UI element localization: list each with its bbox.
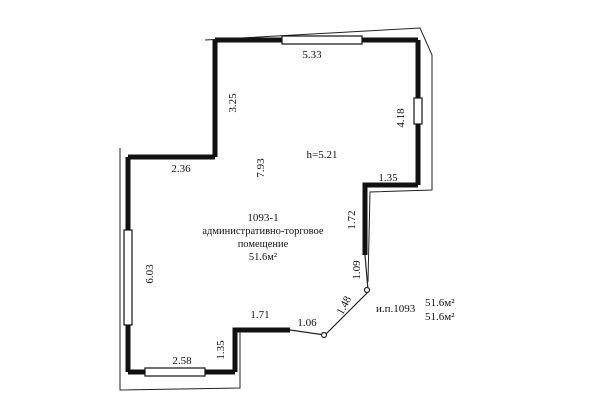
outer-outline: [119, 27, 433, 391]
walls: [125, 37, 421, 375]
dim-bottom-left-wall: 2.58: [172, 355, 192, 367]
window-left: [123, 229, 133, 326]
wall-diagonal: [324, 291, 369, 336]
wall-right-step: [362, 182, 418, 255]
room-area: 51.6м²: [249, 252, 277, 263]
dim-right-step-top: 1.35: [378, 172, 398, 184]
summary-area-1: 51.6м²: [425, 297, 455, 309]
window-bottom: [144, 367, 206, 377]
room-name-line2: помещение: [238, 239, 289, 250]
door-hinge-bottom: [320, 331, 328, 339]
dim-left-wall: 6.03: [144, 264, 156, 284]
window-top: [281, 35, 363, 45]
dim-top-wall: 5.33: [302, 49, 322, 61]
room-name-line1: административно-торговое: [202, 226, 324, 237]
wall-lower-right: [364, 254, 369, 291]
dim-bottom-step-top: 1.71: [250, 309, 269, 321]
thin-walls: [289, 254, 371, 339]
wall-stub: [289, 329, 326, 336]
dim-right-upper-wall: 4.18: [395, 108, 407, 128]
door-hinge-right: [363, 286, 371, 294]
dim-left-notch-wall: 2.36: [171, 163, 191, 175]
wall-bottom-step: [232, 327, 290, 372]
dim-bottom-step-wall: 1.35: [215, 340, 227, 360]
dim-right-lower-wall: 1.09: [351, 260, 363, 280]
summary-area-2: 51.6м²: [425, 311, 455, 323]
window-right: [413, 97, 423, 125]
dim-upper-left-wall: 3.25: [227, 93, 239, 113]
dim-right-step-wall: 1.72: [346, 210, 358, 229]
ceiling-height: h=5.21: [307, 149, 338, 161]
dim-bottom-right-stub: 1.06: [297, 317, 317, 329]
room-number: 1093-1: [247, 212, 278, 224]
dim-center-height: 7.93: [255, 158, 267, 178]
dim-diagonal-wall: 1.48: [335, 294, 355, 317]
summary-label: и.п.1093: [376, 303, 416, 315]
windows: [123, 35, 423, 377]
